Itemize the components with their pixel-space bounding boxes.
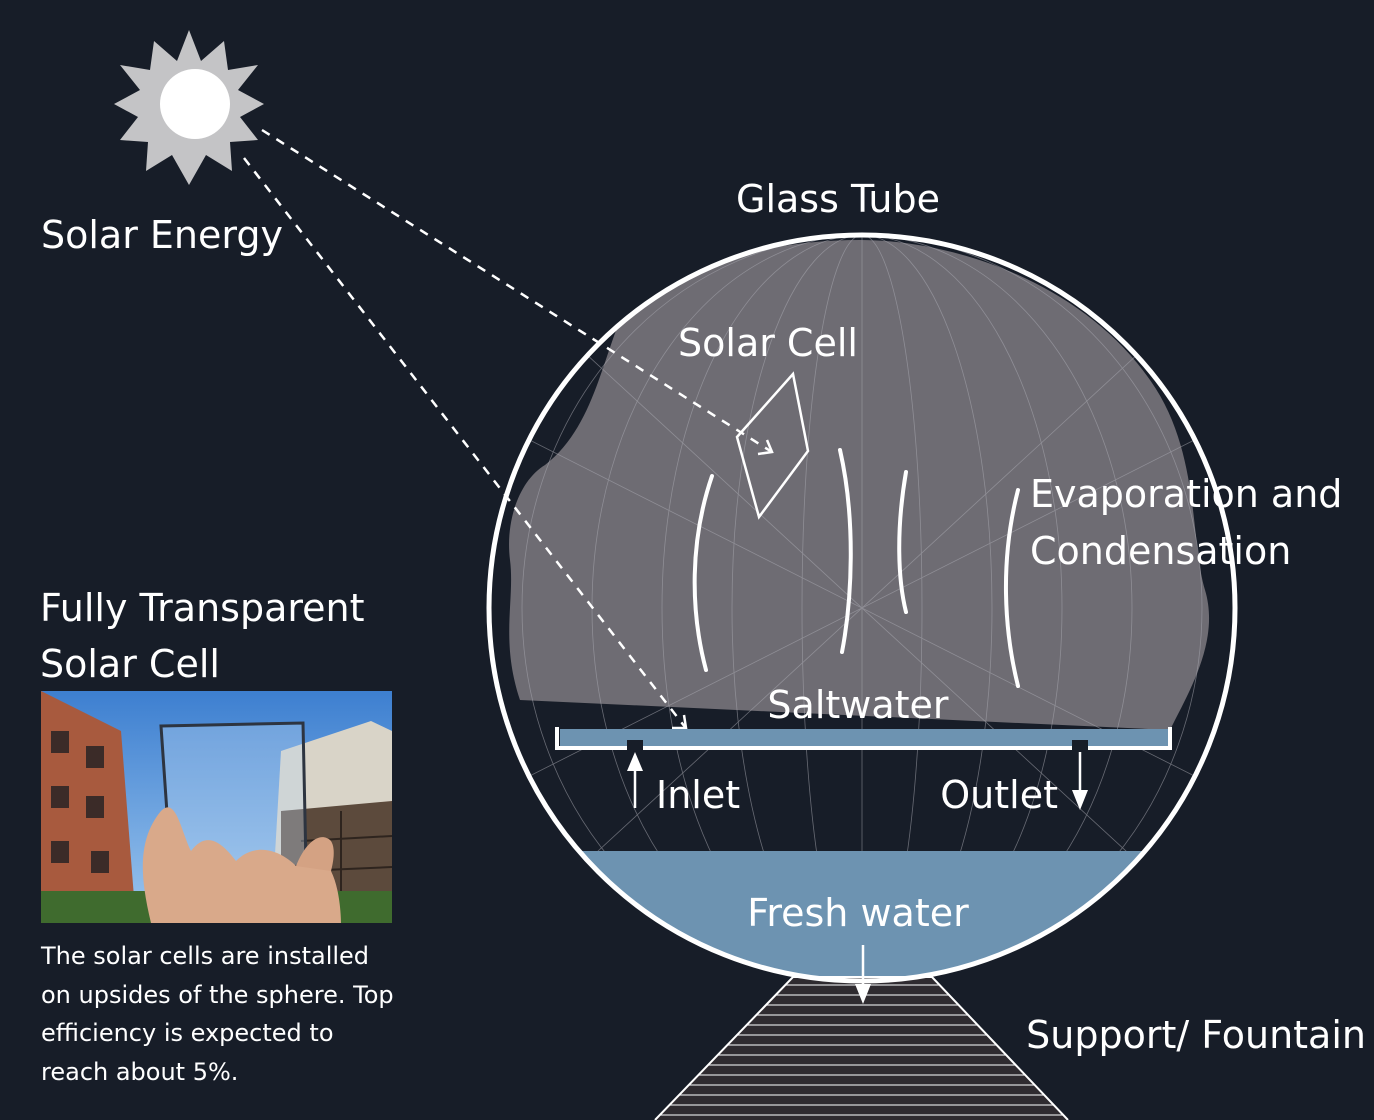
solar-rays — [243, 128, 773, 728]
support-fountain — [654, 976, 1069, 1120]
title-line-2: Solar Cell — [40, 642, 220, 686]
fresh-water-label: Fresh water — [747, 891, 969, 935]
drain-arrow-icon — [855, 945, 871, 1004]
outlet-arrow-icon — [1072, 752, 1088, 810]
outlet-label: Outlet — [940, 773, 1058, 817]
solar-cell-label: Solar Cell — [678, 321, 858, 365]
support-fountain-label: Support/ Fountain — [1026, 1013, 1366, 1057]
panel-caption: The solar cells are installed on upsides… — [41, 942, 394, 1086]
condensation-label: Condensation — [1030, 529, 1291, 573]
vapor-strokes — [692, 448, 1020, 688]
solar-cell-panel — [735, 371, 810, 520]
evaporation-label: Evaporation and — [1030, 472, 1342, 516]
saltwater-label: Saltwater — [767, 683, 949, 727]
sun-icon — [114, 30, 264, 185]
title-line-1: Fully Transparent — [40, 586, 365, 630]
solar-energy-label: Solar Energy — [41, 213, 283, 257]
glass-sphere-interior — [489, 235, 1235, 981]
inlet-label: Inlet — [656, 773, 740, 817]
transparent-solar-cell-photo — [41, 691, 392, 923]
ray-arrowheads — [672, 439, 774, 730]
transparent-solar-cell-title: Fully Transparent Solar Cell — [40, 580, 400, 692]
saltwater-tray — [555, 727, 1172, 754]
inlet-arrow-icon — [627, 752, 643, 808]
glass-tube-label: Glass Tube — [736, 177, 940, 221]
